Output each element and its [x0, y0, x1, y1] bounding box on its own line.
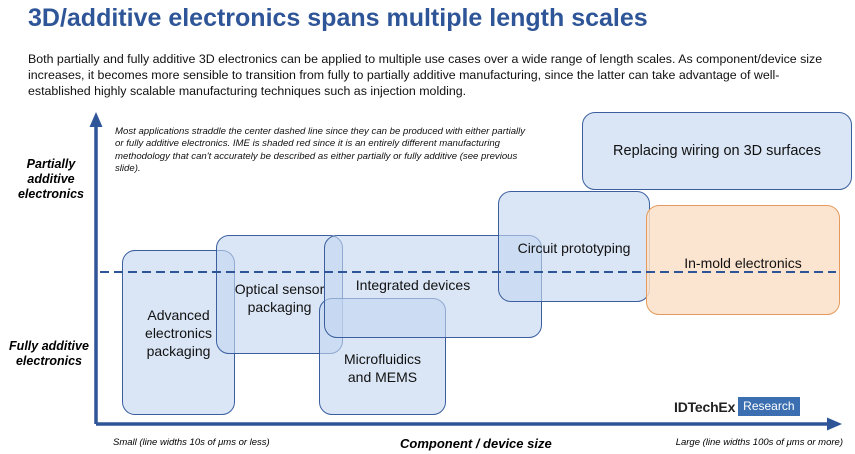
x-axis-large-label: Large (line widths 100s of μms or more): [675, 437, 843, 448]
logo-sub-text: Research: [738, 397, 800, 416]
box-label: Integrated devices: [355, 276, 471, 293]
box-label: Optical sensor packaging: [234, 281, 325, 315]
box-circuit-prototyping: Circuit prototyping: [498, 191, 650, 302]
y-axis-arrowhead: [89, 112, 103, 127]
box-label: Advanced electronics packaging: [145, 306, 212, 359]
box-label: Circuit prototyping: [517, 240, 631, 256]
box-label: Replacing wiring on 3D surfaces: [613, 143, 821, 159]
y-axis-bottom-label: Fully additive electronics: [9, 339, 89, 368]
page-title: 3D/additive electronics spans multiple l…: [28, 4, 648, 32]
box-label: In-mold electronics: [684, 255, 802, 271]
x-axis-arrowhead: [827, 417, 842, 431]
annotation-note: Most applications straddle the center da…: [115, 126, 526, 174]
box-in-mold-electronics: In-mold electronics: [646, 205, 840, 315]
idtechex-logo: IDTechEx Research: [674, 397, 800, 416]
x-axis-small-label: Small (line widths 10s of μms or less): [113, 437, 270, 448]
intro-paragraph: Both partially and fully additive 3D ele…: [28, 52, 823, 98]
box-label: Microfluidics and MEMS: [343, 350, 421, 385]
x-axis-title: Component / device size: [400, 436, 552, 451]
logo-main-text: IDTechEx: [674, 398, 736, 415]
y-axis-top-label: Partially additive electronics: [17, 157, 84, 201]
box-replacing-wiring: Replacing wiring on 3D surfaces: [582, 112, 852, 190]
